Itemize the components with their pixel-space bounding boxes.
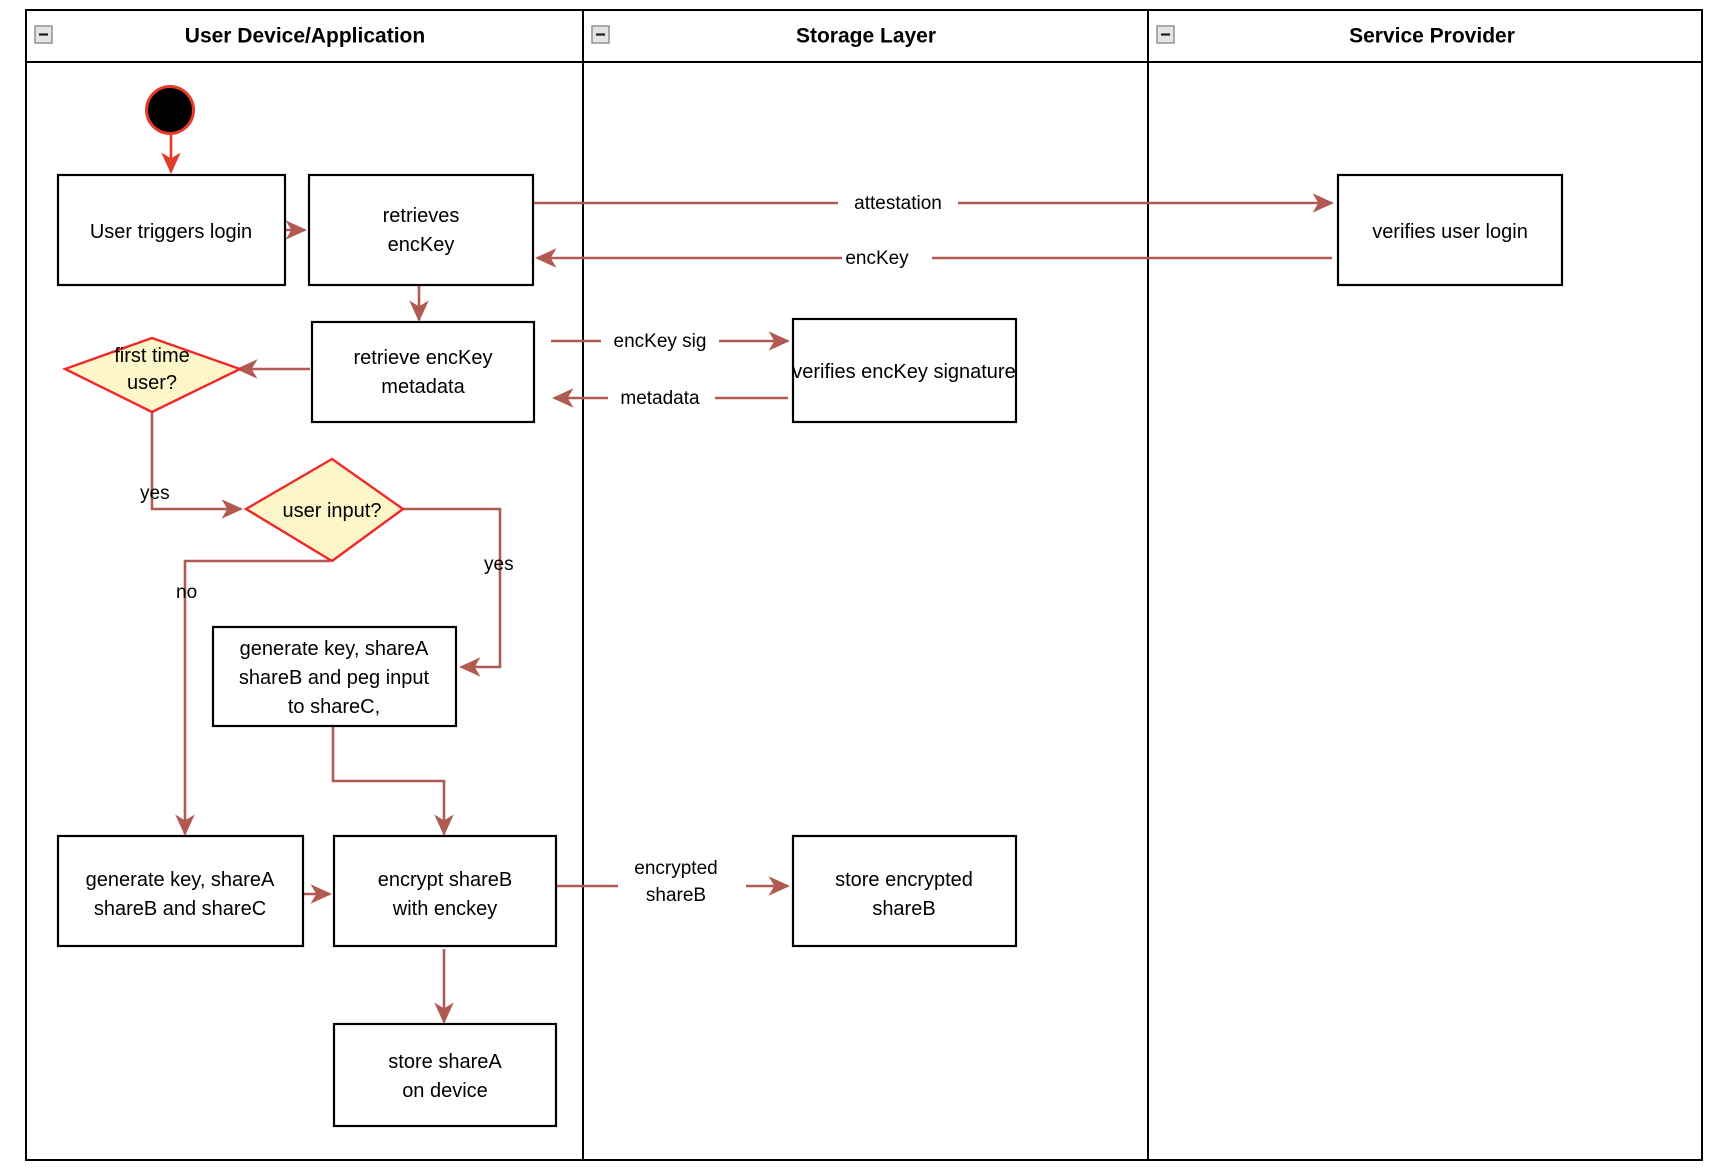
- label-backdrop: [618, 853, 746, 909]
- edge-user-input-no: [175, 559, 330, 836]
- node-store-encrypted-shareb[interactable]: store encrypted shareB: [791, 834, 1018, 948]
- lane-title-storage: Storage Layer: [796, 25, 936, 48]
- edge-label-encrypted-shareb-line-1: encrypted: [634, 858, 717, 879]
- node-label-line-2: shareB and peg input: [239, 667, 430, 689]
- node-label-line-2: shareB: [872, 898, 935, 920]
- node-generate-key-shares[interactable]: generate key, shareA shareB and shareC: [56, 834, 305, 948]
- edge-label-enckey: encKey: [845, 248, 909, 269]
- lane-header-storage[interactable]: Storage Layer: [591, 25, 936, 48]
- edge-label-no-user-input: no: [176, 582, 197, 603]
- node-label-line-1: retrieve encKey: [354, 347, 493, 369]
- edge-label-attestation: attestation: [854, 193, 942, 214]
- node-label-line-2: with enckey: [392, 898, 498, 920]
- node-box[interactable]: [791, 834, 1018, 948]
- node-box[interactable]: [56, 834, 305, 948]
- start-node-fill: [148, 88, 192, 132]
- node-label-line-2: metadata: [381, 376, 465, 398]
- node-label-line-1: store shareA: [388, 1051, 502, 1073]
- node-box[interactable]: [332, 1022, 558, 1128]
- node-label-line-2: on device: [402, 1080, 488, 1102]
- edge-label-metadata: metadata: [620, 388, 700, 409]
- node-generate-key-peg-input[interactable]: generate key, shareA shareB and peg inpu…: [211, 625, 458, 728]
- edge-label-enckey-sig: encKey sig: [614, 331, 707, 352]
- edge-label-group: attestation encKey encKey sig metadata y…: [140, 188, 958, 909]
- node-label-line-1: User triggers login: [90, 221, 252, 243]
- lane-title-user-device: User Device/Application: [185, 25, 425, 48]
- node-label-line-3: to shareC,: [288, 696, 380, 718]
- node-retrieve-enckey-metadata[interactable]: retrieve encKey metadata: [310, 320, 536, 424]
- lane-title-service-provider: Service Provider: [1349, 25, 1515, 48]
- initial-node[interactable]: [145, 85, 195, 135]
- label-backdrop: [842, 243, 932, 270]
- node-label-line-1: store encrypted: [835, 869, 973, 891]
- decision-label-line-2: user?: [127, 372, 177, 394]
- node-label-line-2: encKey: [388, 234, 455, 256]
- node-label-line-2: shareB and shareC: [94, 898, 266, 920]
- node-retrieves-enckey[interactable]: retrieves encKey: [307, 173, 535, 287]
- decision-shape[interactable]: [243, 457, 406, 563]
- node-box[interactable]: [1336, 173, 1564, 287]
- node-user-triggers-login[interactable]: User triggers login: [56, 173, 287, 287]
- edge-first-time-user-yes: [150, 412, 243, 519]
- node-label-line-1: retrieves: [383, 205, 460, 227]
- node-label-line-1: generate key, shareA: [240, 638, 429, 660]
- decision-shape[interactable]: [61, 336, 244, 414]
- node-label-line-1: verifies user login: [1372, 221, 1528, 243]
- lane-header-service-provider[interactable]: Service Provider: [1156, 25, 1515, 48]
- node-encrypt-shareb[interactable]: encrypt shareB with enckey: [332, 834, 558, 948]
- label-backdrop: [838, 188, 958, 215]
- edge-generate-peg-to-encrypt: [331, 726, 454, 836]
- decision-label-line-1: user input?: [283, 500, 382, 522]
- node-box[interactable]: [310, 320, 536, 424]
- node-store-sharea-on-device[interactable]: store shareA on device: [332, 1022, 558, 1128]
- node-box[interactable]: [791, 317, 1018, 424]
- lane-header-user-device[interactable]: User Device/Application: [34, 25, 425, 48]
- edge-label-yes-user-input: yes: [484, 554, 514, 575]
- edge-label-encrypted-shareb-line-2: shareB: [646, 885, 706, 906]
- node-box[interactable]: [307, 173, 535, 287]
- decision-user-input[interactable]: user input?: [243, 457, 406, 563]
- node-box[interactable]: [211, 625, 458, 728]
- node-box[interactable]: [332, 834, 558, 948]
- edge-label-yes-first-time: yes: [140, 483, 170, 504]
- label-backdrop: [608, 383, 715, 410]
- node-verifies-enckey-signature[interactable]: verifies encKey signature: [791, 317, 1018, 424]
- label-backdrop: [601, 326, 719, 353]
- node-label-line-1: encrypt shareB: [378, 869, 513, 891]
- node-label-line-1: generate key, shareA: [86, 869, 275, 891]
- edge-user-input-yes: [403, 507, 502, 677]
- node-label-line-1: verifies encKey signature: [792, 361, 1015, 383]
- decision-first-time-user[interactable]: first time user?: [61, 336, 244, 414]
- decision-label-line-1: first time: [114, 345, 190, 367]
- node-box[interactable]: [56, 173, 287, 287]
- node-verifies-user-login[interactable]: verifies user login: [1336, 173, 1564, 287]
